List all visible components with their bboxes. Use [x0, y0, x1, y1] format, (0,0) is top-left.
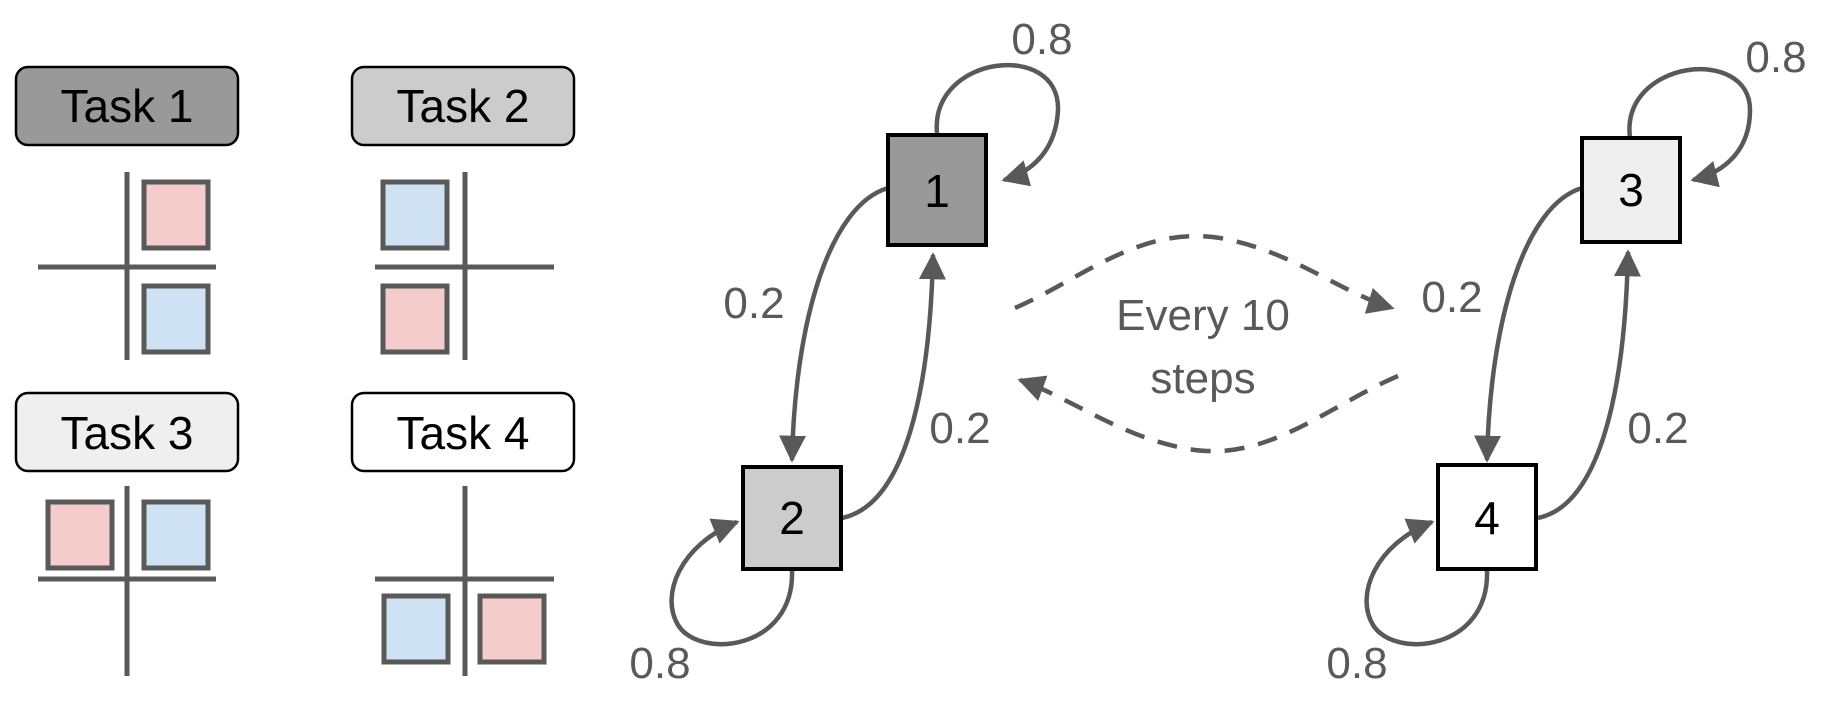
- edge-2-to-1-label: 0.2: [929, 404, 990, 453]
- task-switch: Every 10 steps: [1014, 233, 1399, 454]
- task-2-panel: Task 2: [350, 65, 576, 360]
- switch-arrow-forward: [1014, 233, 1395, 314]
- task-3-pink-square: [45, 499, 115, 571]
- edge-3-to-4: [1474, 185, 1583, 463]
- edge-1-to-2-label: 0.2: [723, 279, 784, 328]
- task-1-label: Task 1: [61, 80, 194, 132]
- state-2-node: [741, 465, 843, 571]
- task-1-header: [14, 65, 240, 147]
- edge-self-2: [669, 518, 795, 647]
- state-4-label: 4: [1474, 492, 1500, 544]
- state-3-label: 3: [1618, 164, 1644, 216]
- task-4-header: [350, 391, 576, 473]
- task-4-panel: Task 4: [350, 391, 576, 676]
- task-2-header: [350, 65, 576, 147]
- edge-self-1: [934, 62, 1061, 187]
- edge-self-1-label: 0.8: [1011, 15, 1072, 64]
- edge-self-2-label: 0.8: [629, 639, 690, 688]
- state-4-node: [1436, 463, 1538, 571]
- edge-1-to-2: [779, 185, 889, 463]
- switch-label-line2: steps: [1150, 354, 1255, 403]
- task-1-panel: Task 1: [14, 65, 240, 360]
- task-2-pink-square: [380, 283, 450, 355]
- task-2-blue-square: [380, 179, 450, 251]
- edge-self-3-label: 0.8: [1745, 33, 1806, 82]
- edge-2-to-1: [841, 252, 946, 521]
- edge-4-to-3-label: 0.2: [1627, 404, 1688, 453]
- task-1-blue-square: [141, 283, 211, 355]
- task-3-panel: Task 3: [14, 391, 240, 676]
- task-4-pink-square: [477, 593, 547, 665]
- edge-self-4: [1364, 518, 1490, 647]
- switch-label-line1: Every 10: [1116, 291, 1290, 340]
- task-3-header: [14, 391, 240, 473]
- state-2-label: 2: [779, 492, 805, 544]
- edge-self-4-label: 0.8: [1326, 639, 1387, 688]
- state-1-node: [886, 133, 988, 247]
- state-machine-right: 0.8 0.2 0.2 0.8 3 4: [1326, 33, 1806, 688]
- task-3-blue-square: [141, 499, 211, 571]
- task-4-blue-square: [381, 593, 451, 665]
- task-2-label: Task 2: [397, 80, 530, 132]
- edge-self-3: [1627, 66, 1753, 188]
- state-machine-left: 0.8 0.2 0.2 0.8 1 2: [629, 15, 1072, 688]
- state-1-label: 1: [924, 165, 950, 217]
- state-3-node: [1580, 136, 1682, 244]
- task-3-label: Task 3: [61, 407, 194, 459]
- edge-3-to-4-label: 0.2: [1421, 273, 1482, 322]
- task-1-pink-square: [141, 179, 211, 251]
- task-4-label: Task 4: [397, 407, 530, 459]
- switch-arrow-backward: [1017, 373, 1399, 454]
- edge-4-to-3: [1537, 249, 1641, 521]
